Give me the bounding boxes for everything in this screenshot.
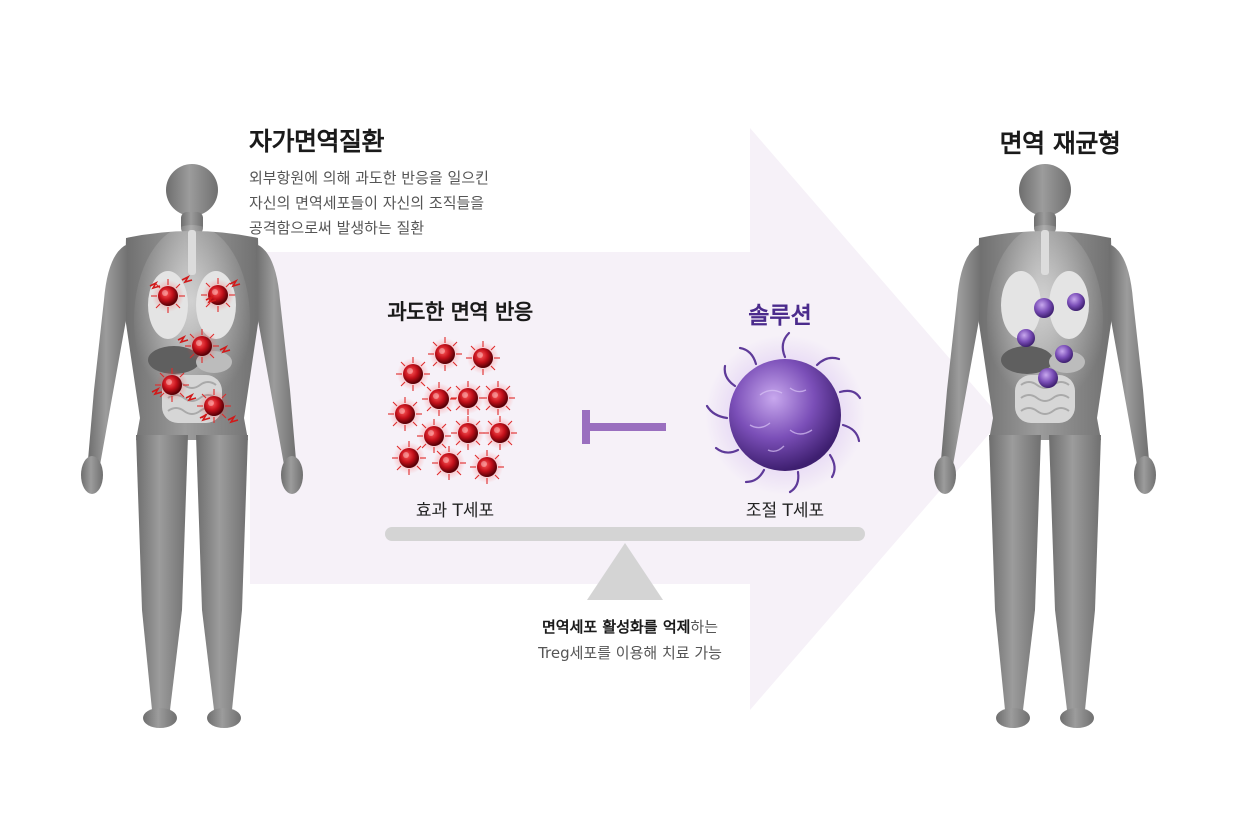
effector-cell	[387, 396, 423, 432]
rebalance-title: 면역 재균형	[999, 129, 1121, 158]
autoimmune-description: 외부항원에 의해 과도한 반응을 일으킨 자신의 면역세포들이 자신의 조직들을…	[249, 166, 489, 241]
effector-cell	[450, 380, 486, 416]
regulatory-t-cell-label: 조절 T세포	[745, 501, 825, 521]
description-line: 자신의 면역세포들이 자신의 조직들을	[249, 194, 485, 212]
description-line: 공격함으로써 발생하는 질환	[249, 219, 425, 237]
flow-arrow	[250, 128, 1002, 710]
human-body-inflamed-icon	[81, 164, 303, 728]
note-line-1-rest: 하는	[690, 618, 719, 636]
effector-cell	[431, 445, 467, 481]
description-line: 외부항원에 의해 과도한 반응을 일으킨	[249, 169, 489, 187]
solution-label: 솔루션	[748, 303, 812, 329]
treatment-note: 면역세포 활성화를 억제하는 Treg세포를 이용해 치료 가능	[460, 614, 800, 666]
balanced-cells	[1017, 293, 1085, 388]
note-line-1: 면역세포 활성화를 억제하는	[460, 614, 800, 640]
inhibition-bar-icon	[582, 410, 666, 444]
note-emphasis: 면역세포 활성화를 억제	[541, 618, 691, 636]
effector-cell	[391, 440, 427, 476]
effector-cell	[469, 449, 505, 485]
effector-cell	[395, 356, 431, 392]
effector-cell	[480, 380, 516, 416]
regulatory-t-cell-icon	[705, 331, 865, 495]
effector-cell	[450, 415, 486, 451]
overreaction-label: 과도한 면역 반응	[387, 300, 533, 324]
effector-t-cell-label: 효과 T세포	[415, 501, 495, 521]
effector-cell	[427, 336, 463, 372]
effector-cell	[482, 415, 518, 451]
effector-cell	[421, 381, 457, 417]
human-body-balanced-icon	[934, 164, 1156, 728]
autoimmune-title: 자가면역질환	[249, 127, 385, 156]
note-line-2: Treg세포를 이용해 치료 가능	[538, 644, 722, 662]
effector-cell	[465, 340, 501, 376]
balance-scale-icon	[385, 527, 865, 600]
